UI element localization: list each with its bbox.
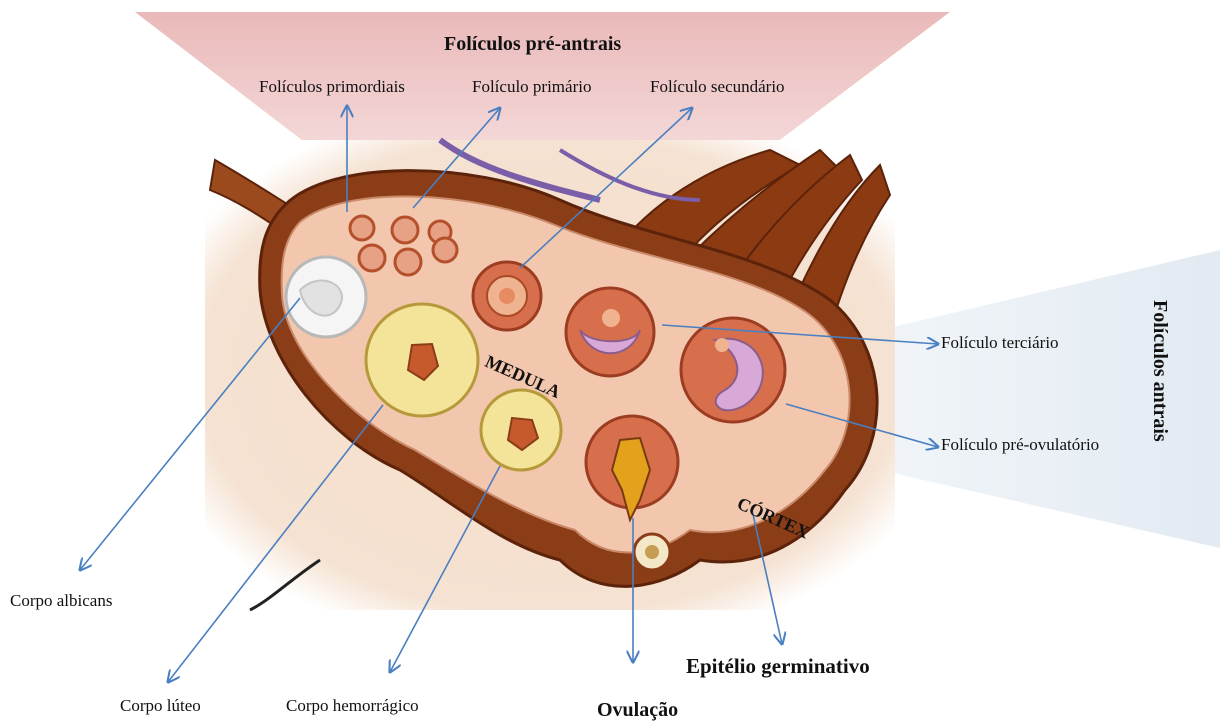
antral-title: Folículos antrais [1150,300,1170,442]
preantral-title: Folículos pré-antrais [444,34,621,54]
corpus-luteum [366,304,478,416]
label-germinal-epithelium: Epitélio germinativo [686,656,870,677]
tertiary-follicle [566,288,654,376]
label-primordial-follicles: Folículos primordiais [259,78,405,95]
corpus-hemorrhagicum [481,390,561,470]
label-corpus-hemorrhagicum: Corpo hemorrágico [286,697,419,714]
secondary-follicle [473,262,541,330]
label-ovulation: Ovulação [597,700,678,720]
label-tertiary-follicle: Folículo terciário [941,334,1059,351]
label-secondary-follicle: Folículo secundário [650,78,785,95]
label-corpus-albicans: Corpo albicans [10,592,112,609]
label-corpus-luteum: Corpo lúteo [120,697,201,714]
label-preovulatory-follicle: Folículo pré-ovulatório [941,436,1099,453]
preovulatory-follicle [681,318,785,422]
corpus-albicans [286,257,366,337]
label-primary-follicle: Folículo primário [472,78,591,95]
